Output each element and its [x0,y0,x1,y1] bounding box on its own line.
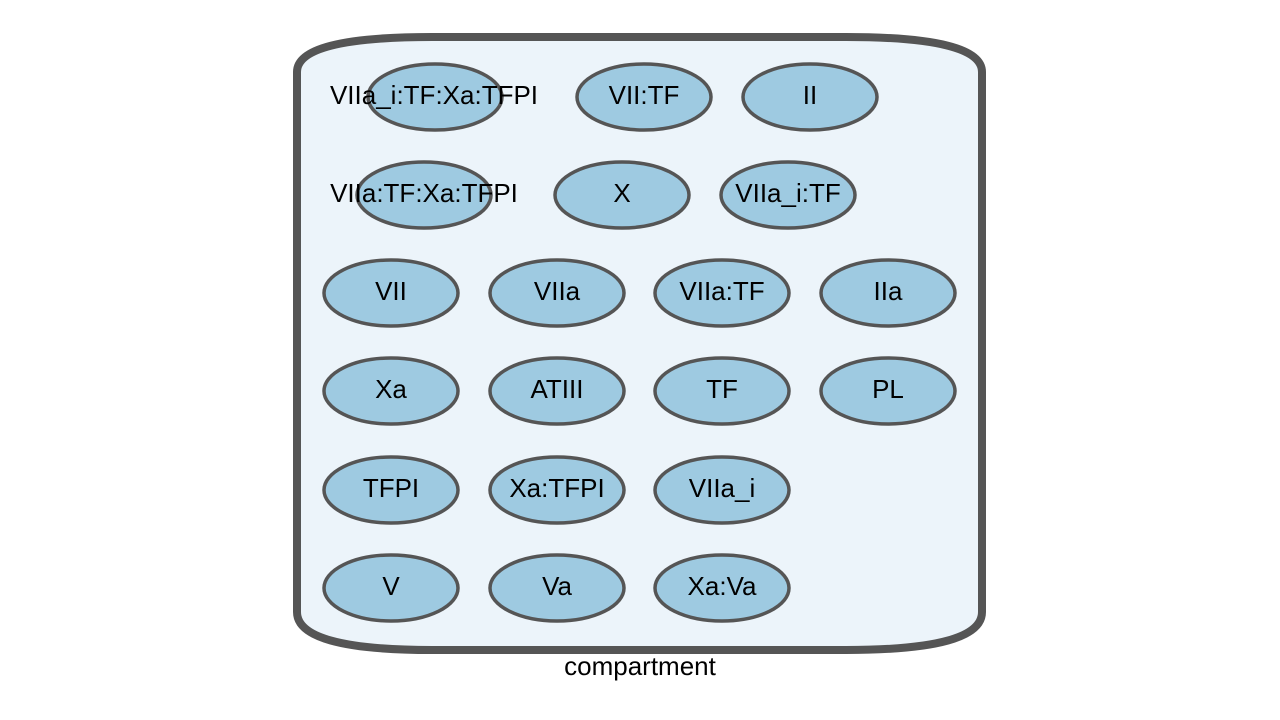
species-node-shape [488,553,626,623]
species-node-label: TF [706,374,738,404]
species-node-xa-tfpi: Xa:TFPI [488,455,626,525]
species-node-vii: VII [322,258,460,328]
species-node-va: Va [488,553,626,623]
species-node-label: VIIa:TF [679,276,764,306]
species-node-shape [488,258,626,328]
species-node-label: VIIa:TF:Xa:TFPI [330,178,518,208]
species-node-label: IIa [874,276,903,306]
species-node-shape [719,160,857,230]
species-node-shape [653,356,791,426]
compartment-label: compartment [564,651,716,681]
species-node-shape [488,356,626,426]
species-node-shape [322,455,460,525]
species-node-shape [575,62,713,132]
species-node-label: II [803,80,817,110]
species-node-atiii: ATIII [488,356,626,426]
species-node-label: Xa:Va [688,571,757,601]
species-node-shape [488,455,626,525]
species-node-shape [819,258,957,328]
species-node-label: V [382,571,400,601]
species-node-label: TFPI [363,473,419,503]
species-node-shape [653,455,791,525]
species-node-label: VII [375,276,407,306]
species-node-x: X [553,160,691,230]
species-node-iia: IIa [819,258,957,328]
species-node-label: X [613,178,630,208]
species-node-viia-i: VIIa_i [653,455,791,525]
species-node-tf: TF [653,356,791,426]
species-node-xa: Xa [322,356,460,426]
species-nodes: VIIa_i:TF:Xa:TFPI VII:TF II VIIa:TF:Xa:TFPI… [322,62,957,623]
species-node-label: VII:TF [609,80,680,110]
species-node-label: VIIa_i [689,473,756,503]
species-node-viia-i-tf: VIIa_i:TF [719,160,857,230]
species-node-viia-tf-xa-tfpi: VIIa:TF:Xa:TFPI [330,160,518,230]
species-node-pl: PL [819,356,957,426]
species-node-vii-tf: VII:TF [575,62,713,132]
species-node-viia: VIIa [488,258,626,328]
species-node-viia-tf: VIIa:TF [653,258,791,328]
species-node-label: Va [542,571,572,601]
species-node-shape [819,356,957,426]
species-node-shape [322,258,460,328]
species-node-shape [653,258,791,328]
species-node-label: ATIII [531,374,584,404]
species-node-shape [741,62,879,132]
species-node-xa-va: Xa:Va [653,553,791,623]
species-node-label: Xa [375,374,407,404]
species-node-label: VIIa [534,276,581,306]
species-node-viia-i-tf-xa-tfpi: VIIa_i:TF:Xa:TFPI [330,62,538,132]
species-node-label: VIIa_i:TF:Xa:TFPI [330,80,538,110]
species-node-shape [355,160,493,230]
species-node-shape [322,356,460,426]
species-node-tfpi: TFPI [322,455,460,525]
species-node-label: VIIa_i:TF [735,178,840,208]
species-node-label: Xa:TFPI [509,473,604,503]
species-node-shape [553,160,691,230]
species-node-shape [322,553,460,623]
species-node-label: PL [872,374,904,404]
species-node-shape [366,62,504,132]
species-node-ii: II [741,62,879,132]
species-node-shape [653,553,791,623]
species-node-v: V [322,553,460,623]
